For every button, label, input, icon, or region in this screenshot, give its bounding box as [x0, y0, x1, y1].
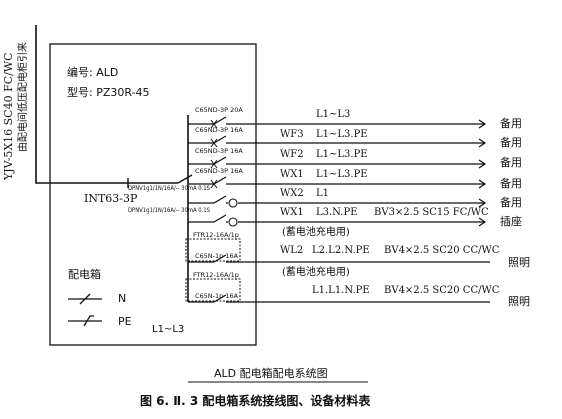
lighting-row-2: FTR12-16A/1p C65N-1p 16A L1.L1.N.PE BV4×… [185, 271, 530, 308]
feeder-line [35, 25, 158, 184]
legend-pe: PE [68, 315, 132, 328]
relay-label: FTR12-16A/1p [193, 231, 239, 239]
circuit-id: WL2 [280, 245, 303, 256]
circuit-id: WX1 [280, 169, 304, 180]
legend-neutral: N [68, 292, 126, 305]
circuit-row-6: DPNV1g1/1N/16A/-- 30mA 0.1S WX1 L3.N.PE … [128, 207, 522, 228]
breaker-label: C65ND-3P 16A [195, 126, 243, 134]
use-label: 备用 [500, 155, 522, 169]
breaker-label: DPNV1g1/1N/16A/-- 30mA 0.1S [128, 185, 210, 192]
use-label: 备用 [500, 135, 522, 149]
diagram-caption: ALD 配电箱配电系统图 [214, 366, 328, 380]
phase-label: L1~L3.PE [316, 169, 368, 180]
cable-label: BV4×2.5 SC20 CC/WC [384, 285, 500, 296]
phase-label: L1~L3 [316, 109, 350, 120]
emergency-note-1: (蓄电池充电用) [282, 225, 350, 238]
main-switch-symbol [127, 174, 193, 188]
breaker-label: C65N-1p 16A [195, 292, 239, 300]
circuit-id: WX2 [280, 188, 304, 199]
figure-caption: 图 6. Ⅱ. 3 配电箱系统接线图、设备材料表 [140, 393, 371, 408]
phase-label: L1~L3.PE [316, 149, 368, 160]
breaker-label: C65ND-3P 20A [195, 106, 243, 114]
cable-label: BV4×2.5 SC20 CC/WC [384, 245, 500, 256]
legend-neutral-label: N [118, 292, 126, 305]
breaker-label: DPNV1g1/1N/16A/-- 30mA 0.1S [128, 207, 210, 214]
use-label: 备用 [500, 195, 522, 209]
breaker-label: C65ND-3P 16A [195, 147, 243, 155]
phase-label: L1~L3.PE [316, 129, 368, 140]
box-number-label: 编号: ALD [67, 65, 118, 79]
circuit-row-5: DPNV1g1/1N/16A/-- 30mA 0.1S WX2 L1 备用 [128, 185, 522, 209]
feeder-source-label: 由配电间低压配电柜引来 [16, 42, 29, 152]
phase-label: L1.L1.N.PE [312, 285, 370, 296]
lighting-row-1: FTR12-16A/1p C65N-1p 16A WL2 L2.L2.N.PE … [185, 231, 530, 269]
phase-label: L1 [316, 188, 329, 199]
use-label: 照明 [508, 256, 530, 269]
feeder-cable-label: YJV-5X16 SC40 FC/WC [2, 52, 15, 181]
breaker-label: C65N-1p 16A [195, 252, 239, 260]
circuit-id: WX1 [280, 207, 304, 218]
distribution-box-outline [49, 43, 257, 346]
cable-label: BV3×2.5 SC15 FC/WC [374, 207, 489, 218]
circuit-row-1: C65ND-3P 20A L1~L3 备用 [188, 106, 522, 130]
legend-pe-label: PE [118, 315, 132, 328]
main-switch-label: INT63-3P [84, 192, 138, 205]
circuit-row-4: C65ND-3P 16A WX1 L1~L3.PE 备用 [188, 167, 522, 190]
emergency-note-2: (蓄电池充电用) [282, 265, 350, 278]
use-label: 备用 [500, 116, 522, 130]
relay-label: FTR12-16A/1p [193, 271, 239, 279]
box-name-label: 配电箱 [68, 267, 101, 281]
phase-label: L3.N.PE [316, 207, 358, 218]
circuit-id: WF2 [280, 149, 304, 160]
circuit-row-2: C65ND-3P 16A WF3 L1~L3.PE 备用 [188, 126, 522, 149]
phase-label: L2.L2.N.PE [312, 245, 370, 256]
breaker-label: C65ND-3P 16A [195, 167, 243, 175]
use-label: 照明 [508, 295, 530, 308]
circuit-row-3: C65ND-3P 16A WF2 L1~L3.PE 备用 [188, 147, 522, 169]
use-label: 插座 [500, 214, 522, 228]
circuit-id: WF3 [280, 129, 304, 140]
use-label: 备用 [500, 176, 522, 190]
box-model-label: 型号: PZ30R-45 [67, 85, 150, 99]
box-phase-label: L1~L3 [152, 324, 184, 335]
